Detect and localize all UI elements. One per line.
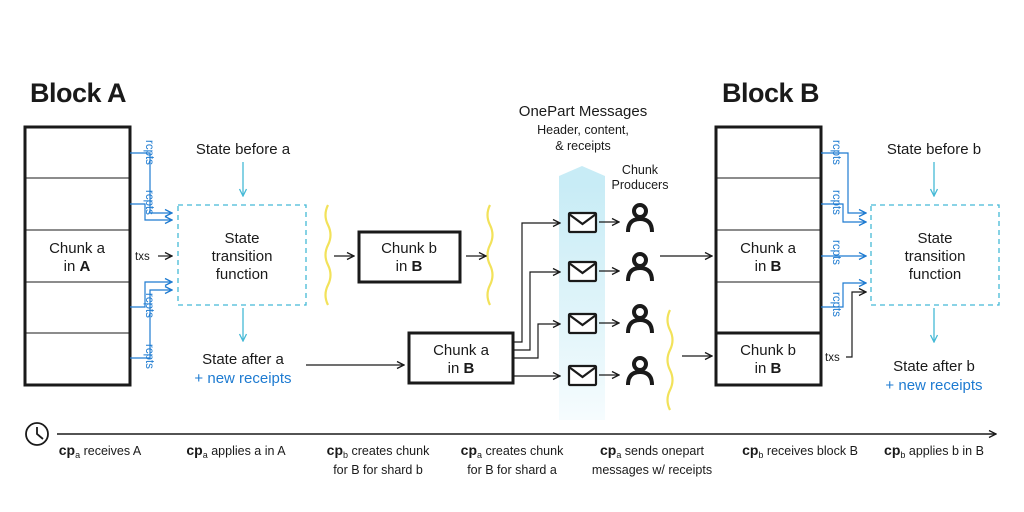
producers-line2: Producers — [612, 178, 669, 192]
block-a-title: Block A — [30, 78, 126, 108]
chunk-b-mid-label: Chunk b — [381, 240, 437, 257]
timeline-event: cpb applies b in B — [884, 442, 984, 460]
stf-b-line1: State — [917, 230, 952, 247]
producers-line1: Chunk — [622, 163, 659, 177]
rcpts-label-b1: rcpts — [830, 140, 842, 165]
stf-b-box — [870, 204, 1000, 306]
squiggle-2 — [486, 204, 494, 306]
txs-label-a: txs — [135, 251, 150, 263]
envelope-icon — [567, 211, 598, 234]
person-icon — [626, 252, 654, 282]
chunk-a-mid-shard: in B — [448, 360, 475, 377]
chunk-b-mid-shard: in B — [396, 258, 423, 275]
onepart-beam-top — [559, 166, 605, 186]
rcpts-label-b2: rcpts — [830, 190, 842, 215]
stf-b-line3: function — [909, 266, 962, 283]
block-a — [23, 125, 132, 387]
person-icon — [626, 304, 654, 334]
stf-a-line3: function — [216, 266, 269, 283]
new-receipts-a: + new receipts — [194, 370, 291, 387]
rcpts-label-b4: rcpts — [830, 292, 842, 317]
timeline-event-line1: cpa receives A — [59, 442, 142, 460]
stf-b-line2: transition — [905, 248, 966, 265]
new-receipts-b: + new receipts — [885, 377, 982, 394]
block-b-chunk-a-shard: in B — [755, 258, 782, 275]
person-icon — [626, 356, 654, 386]
txs-arrow-b — [846, 292, 866, 358]
envelope-icon — [567, 312, 598, 335]
timeline-event: cpa sends onepart messages w/ receipts — [592, 442, 712, 477]
rcpts-label-a4: rcpts — [143, 344, 155, 369]
timeline-event-line1: cpa sends onepart — [600, 442, 705, 460]
block-b-title: Block B — [722, 78, 819, 108]
block-b-chunk-b-shard: in B — [755, 360, 782, 377]
envelope-to-person-arrows — [599, 222, 619, 375]
block-b-receipt-arrows — [821, 152, 866, 308]
timeline-event-line1: cpb applies b in B — [884, 442, 984, 460]
state-before-a: State before a — [196, 141, 291, 158]
block-b-chunk-a-label: Chunk a — [740, 240, 797, 257]
timeline-event: cpa creates chunk for B for shard a — [461, 442, 564, 477]
rcpts-label-b3: rcpts — [830, 240, 842, 265]
stf-a-line2: transition — [212, 248, 273, 265]
timeline-event-line1: cpb creates chunk — [327, 442, 430, 460]
person-icon — [626, 203, 654, 233]
block-a-receipt-arrows — [130, 152, 172, 359]
chunk-a-mid-box — [407, 331, 515, 385]
rcpts-label-a3: rcpts — [143, 293, 155, 318]
block-a-chunk-shard: in A — [64, 258, 91, 275]
onepart-fanout-arrows — [513, 223, 560, 376]
rcpts-label-a2: rcpts — [143, 190, 155, 215]
timeline-event-line2: messages w/ receipts — [592, 463, 712, 477]
rcpts-label-a1: rcpts — [143, 140, 155, 165]
envelope-icon — [567, 364, 598, 387]
timeline-events: cpa receives A cpa applies a in A cpb crea… — [59, 442, 984, 477]
block-b — [714, 125, 823, 387]
clock-icon — [25, 422, 49, 446]
onepart-sub2: & receipts — [555, 139, 611, 153]
squiggle-1 — [324, 204, 332, 306]
chunk-a-mid-label: Chunk a — [433, 342, 490, 359]
txs-label-b: txs — [825, 352, 840, 364]
timeline-event-line2: for B for shard a — [467, 463, 557, 477]
timeline-event-line1: cpa creates chunk — [461, 442, 564, 460]
timeline-event: cpa receives A — [59, 442, 142, 460]
chunk-b-mid-box — [357, 230, 462, 284]
timeline-event-line2: for B for shard b — [333, 463, 423, 477]
state-after-b: State after b — [893, 358, 975, 375]
state-after-a: State after a — [202, 351, 284, 368]
timeline-event-line1: cpb receives block B — [742, 442, 858, 460]
timeline-event: cpa applies a in A — [186, 442, 286, 460]
stf-a-line1: State — [224, 230, 259, 247]
onepart-title: OnePart Messages — [519, 103, 647, 120]
envelope-icon — [567, 260, 598, 283]
squiggle-3 — [666, 309, 674, 411]
block-b-chunk-b-label: Chunk b — [740, 342, 796, 359]
onepart-sub1: Header, content, — [537, 123, 629, 137]
block-a-chunk-label: Chunk a — [49, 240, 106, 257]
state-before-b: State before b — [887, 141, 981, 158]
timeline-event: cpb receives block B — [742, 442, 858, 460]
timeline-event-line1: cpa applies a in A — [186, 442, 286, 460]
timeline-event: cpb creates chunk for B for shard b — [327, 442, 430, 477]
stf-a-box — [177, 204, 307, 306]
